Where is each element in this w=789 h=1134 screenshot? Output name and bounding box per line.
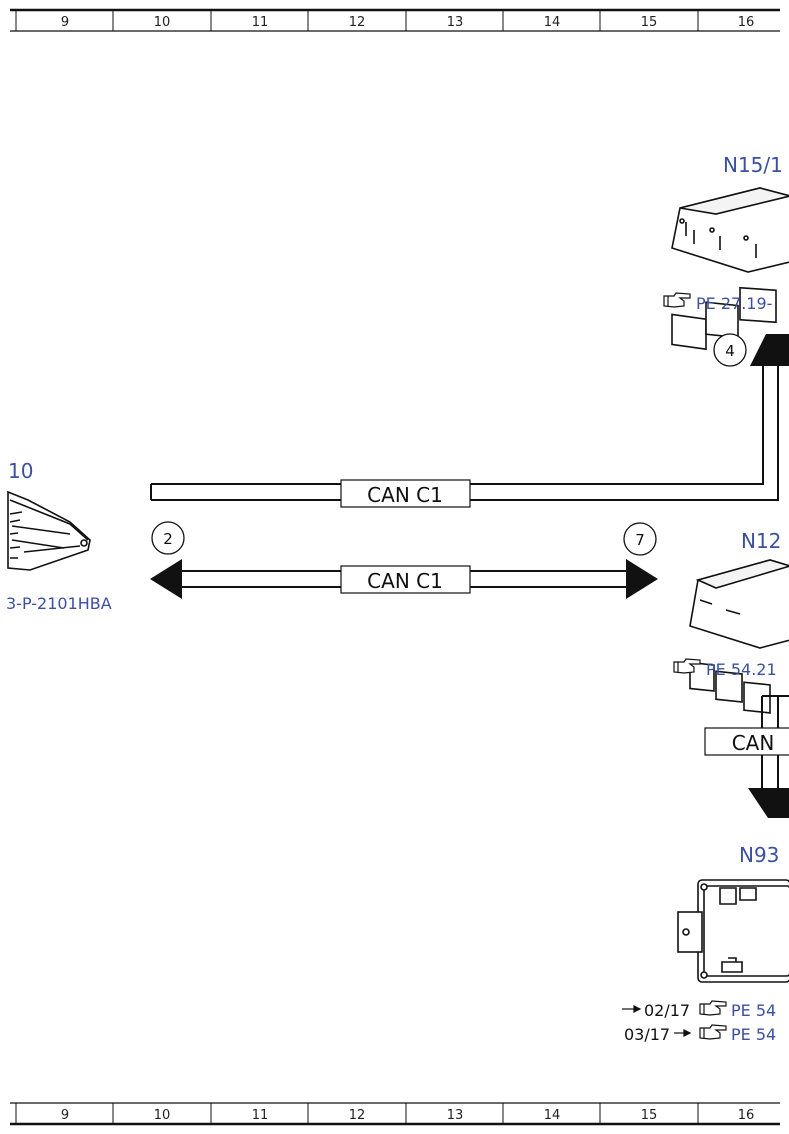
grid-col-label: 13: [447, 15, 464, 30]
n12-component[interactable]: N12 PE 54.21: [673, 529, 789, 714]
grid-col-label: 14: [544, 1108, 561, 1123]
n12-label: N12: [741, 529, 781, 553]
can-c1-lower-label-box: [340, 565, 471, 594]
arrow-left-icon: [150, 559, 182, 599]
n15-component[interactable]: N15/1 PE 27.19-: [663, 153, 789, 351]
can-down-label: CAN: [732, 731, 775, 755]
n10-component[interactable]: 10 3-P-2101HBA: [6, 459, 112, 613]
hand-pointer-icon: [699, 1000, 727, 1016]
grid-col-label: 14: [544, 15, 561, 30]
n93-date-a: 02/17: [644, 1001, 690, 1020]
n10-label: 10: [8, 459, 33, 483]
arrow-right-icon: [674, 1029, 692, 1037]
can-c1-upper-label-box: [340, 479, 471, 508]
n15-module-icon: [671, 187, 789, 351]
hand-pointer-icon: [673, 658, 701, 674]
arrow-down-icon: [748, 788, 789, 818]
can-c1-lower-label: CAN C1: [367, 569, 443, 593]
grid-col-label: 15: [641, 1108, 658, 1123]
marker-7-text: 7: [635, 531, 645, 549]
marker-7: 7: [623, 522, 657, 556]
bottom-grid-bar: 9 10 11 12 13 14 15 16: [10, 1102, 780, 1126]
n93-component[interactable]: N93 02/17 PE 54 03/17: [622, 843, 789, 1044]
grid-col-label: 9: [61, 1108, 69, 1123]
n93-ref-a[interactable]: PE 54: [731, 1001, 776, 1020]
marker-2: 2: [151, 521, 185, 555]
marker-4: 4: [713, 333, 747, 367]
n10-ref[interactable]: 3-P-2101HBA: [6, 594, 112, 613]
n10-module-icon: [7, 490, 91, 571]
n12-module-icon: [689, 559, 789, 714]
grid-col-label: 16: [738, 1108, 755, 1123]
hand-pointer-icon: [699, 1024, 727, 1040]
grid-col-label: 12: [349, 15, 366, 30]
n93-label: N93: [739, 843, 779, 867]
grid-col-label: 11: [252, 1108, 269, 1123]
n93-date-b: 03/17: [624, 1025, 670, 1044]
hand-pointer-icon: [663, 292, 691, 308]
grid-col-label: 11: [252, 15, 269, 30]
top-grid-bar: 9 10 11 12 13 14 15 16: [10, 8, 780, 32]
grid-col-label: 10: [154, 1108, 171, 1123]
grid-col-label: 9: [61, 15, 69, 30]
can-c1-upper-label: CAN C1: [367, 483, 443, 507]
grid-col-label: 16: [738, 15, 755, 30]
n15-ref[interactable]: PE 27.19-: [696, 294, 772, 313]
n93-ref-b[interactable]: PE 54: [731, 1025, 776, 1044]
can-down-label-box: [704, 727, 789, 756]
marker-4-text: 4: [725, 342, 735, 360]
n12-ref[interactable]: PE 54.21: [706, 660, 777, 679]
grid-col-label: 12: [349, 1108, 366, 1123]
marker-2-text: 2: [163, 530, 173, 548]
grid-col-label: 10: [154, 15, 171, 30]
n15-label: N15/1: [723, 153, 783, 177]
arrow-right-icon: [626, 559, 658, 599]
arrow-right-icon: [622, 1005, 642, 1013]
n93-module-icon: [677, 879, 789, 983]
arrow-up-icon: [750, 334, 789, 366]
grid-col-label: 15: [641, 15, 658, 30]
grid-col-label: 13: [447, 1108, 464, 1123]
